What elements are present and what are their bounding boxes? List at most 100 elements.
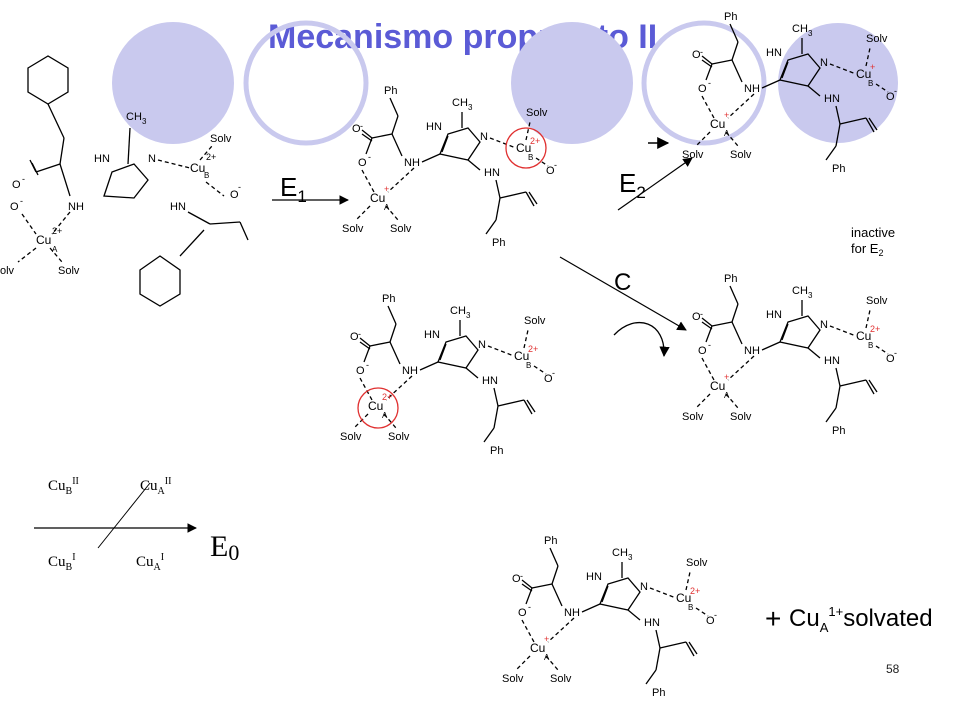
atom-label: HN bbox=[424, 329, 440, 341]
bond bbox=[825, 407, 837, 423]
atom-label: Cu bbox=[190, 161, 205, 175]
bond bbox=[701, 55, 713, 65]
atom-label: Solv bbox=[526, 107, 548, 119]
atom-label: 2+ bbox=[382, 392, 392, 402]
e0-label: E0 bbox=[210, 530, 239, 565]
atom-label: A bbox=[52, 245, 58, 254]
inactive-label: inactive bbox=[851, 225, 895, 240]
coordination-bond bbox=[865, 47, 871, 67]
page-number: 58 bbox=[886, 662, 900, 676]
bond bbox=[59, 137, 65, 165]
bond bbox=[549, 547, 559, 567]
imidazole-ring bbox=[599, 577, 641, 611]
coordination-bond bbox=[535, 157, 549, 167]
coordination-bond bbox=[521, 619, 535, 643]
bond bbox=[825, 145, 837, 161]
bond bbox=[47, 103, 65, 139]
coordination-bond bbox=[875, 83, 889, 93]
atom-label: HN bbox=[426, 121, 442, 133]
atom-label: O bbox=[358, 157, 367, 169]
highlight-circle-cu-b bbox=[505, 127, 547, 169]
atom-label: - bbox=[528, 602, 531, 612]
atom-label: Ph bbox=[490, 445, 503, 457]
phenyl-ring bbox=[139, 255, 181, 307]
coordination-bond bbox=[385, 205, 399, 221]
bond bbox=[521, 579, 533, 589]
imidazole-ring bbox=[779, 53, 821, 87]
atom-label: Solv bbox=[342, 223, 364, 235]
atom-label: Ph bbox=[492, 237, 505, 249]
bond bbox=[389, 323, 397, 343]
bond bbox=[526, 399, 536, 413]
atom-label: Cu bbox=[516, 141, 531, 155]
coordination-bond bbox=[725, 393, 739, 409]
bond bbox=[685, 641, 695, 657]
atom-label: - bbox=[894, 86, 897, 96]
bond bbox=[781, 61, 789, 79]
atom-label: Solv bbox=[730, 411, 752, 423]
coordination-bond bbox=[545, 655, 559, 671]
coordination-bond bbox=[523, 329, 529, 349]
atom-label: HN bbox=[586, 571, 602, 583]
bond bbox=[865, 117, 875, 133]
bond bbox=[35, 163, 61, 173]
atom-label: + bbox=[724, 372, 729, 382]
highlight-circle-cu-a bbox=[357, 387, 399, 429]
atom-label: 3 bbox=[808, 29, 813, 38]
atom-label: - bbox=[22, 174, 25, 184]
atom-label: Cu bbox=[36, 233, 51, 247]
complex-cu-a-2plus: PhO-O-NHHNNCH3CuB2+SolvO-HNPhCuA2+SolvSo… bbox=[340, 293, 555, 457]
bond bbox=[371, 133, 393, 139]
bond bbox=[551, 565, 559, 585]
atom-label: - bbox=[554, 160, 557, 170]
atom-label: O bbox=[512, 573, 521, 585]
atom-label: Ph bbox=[832, 425, 845, 437]
bond bbox=[701, 317, 713, 327]
bond bbox=[369, 341, 391, 347]
atom-label: CH bbox=[450, 305, 466, 317]
bond bbox=[493, 405, 499, 429]
atom-label: CH bbox=[452, 97, 468, 109]
coordination-bond bbox=[685, 571, 691, 591]
coordination-bond bbox=[649, 587, 677, 599]
bond bbox=[761, 79, 781, 89]
bond bbox=[31, 162, 39, 176]
bond bbox=[525, 587, 533, 605]
coordination-bond bbox=[353, 413, 369, 429]
atom-label: Solv bbox=[210, 133, 232, 145]
atom-label: O bbox=[706, 615, 715, 627]
atom-label: + bbox=[870, 62, 875, 72]
bond bbox=[731, 321, 743, 345]
coordination-bond bbox=[383, 413, 397, 429]
atom-label: O bbox=[886, 91, 895, 103]
atom-label: 3 bbox=[808, 291, 813, 300]
atom-label: B bbox=[868, 341, 873, 350]
bond bbox=[711, 321, 733, 327]
reaction-arrows: E1 E2 C inactive for E2 CuBII CuAII CuBI… bbox=[34, 137, 933, 635]
atom-label: + bbox=[724, 110, 729, 120]
atom-label: NH bbox=[402, 365, 418, 377]
atom-label: + bbox=[384, 184, 389, 194]
bond bbox=[485, 219, 497, 235]
bond bbox=[688, 641, 698, 655]
atom-label: 2+ bbox=[52, 226, 62, 236]
atom-label: Cu bbox=[856, 329, 871, 343]
coordination-bond bbox=[695, 393, 711, 409]
atom-label: Solv bbox=[686, 557, 708, 569]
atom-label: O bbox=[698, 83, 707, 95]
atom-label: O bbox=[692, 311, 701, 323]
bond bbox=[59, 163, 71, 197]
legend-cub-i: CuBI bbox=[48, 552, 76, 573]
atom-label: HN bbox=[766, 47, 782, 59]
atom-label: N bbox=[148, 153, 156, 165]
atom-label: N bbox=[640, 581, 648, 593]
atom-label: - bbox=[20, 196, 23, 206]
atom-label: Ph bbox=[724, 273, 737, 285]
bond bbox=[655, 629, 661, 649]
bond bbox=[495, 197, 501, 221]
atom-label: - bbox=[708, 340, 711, 350]
